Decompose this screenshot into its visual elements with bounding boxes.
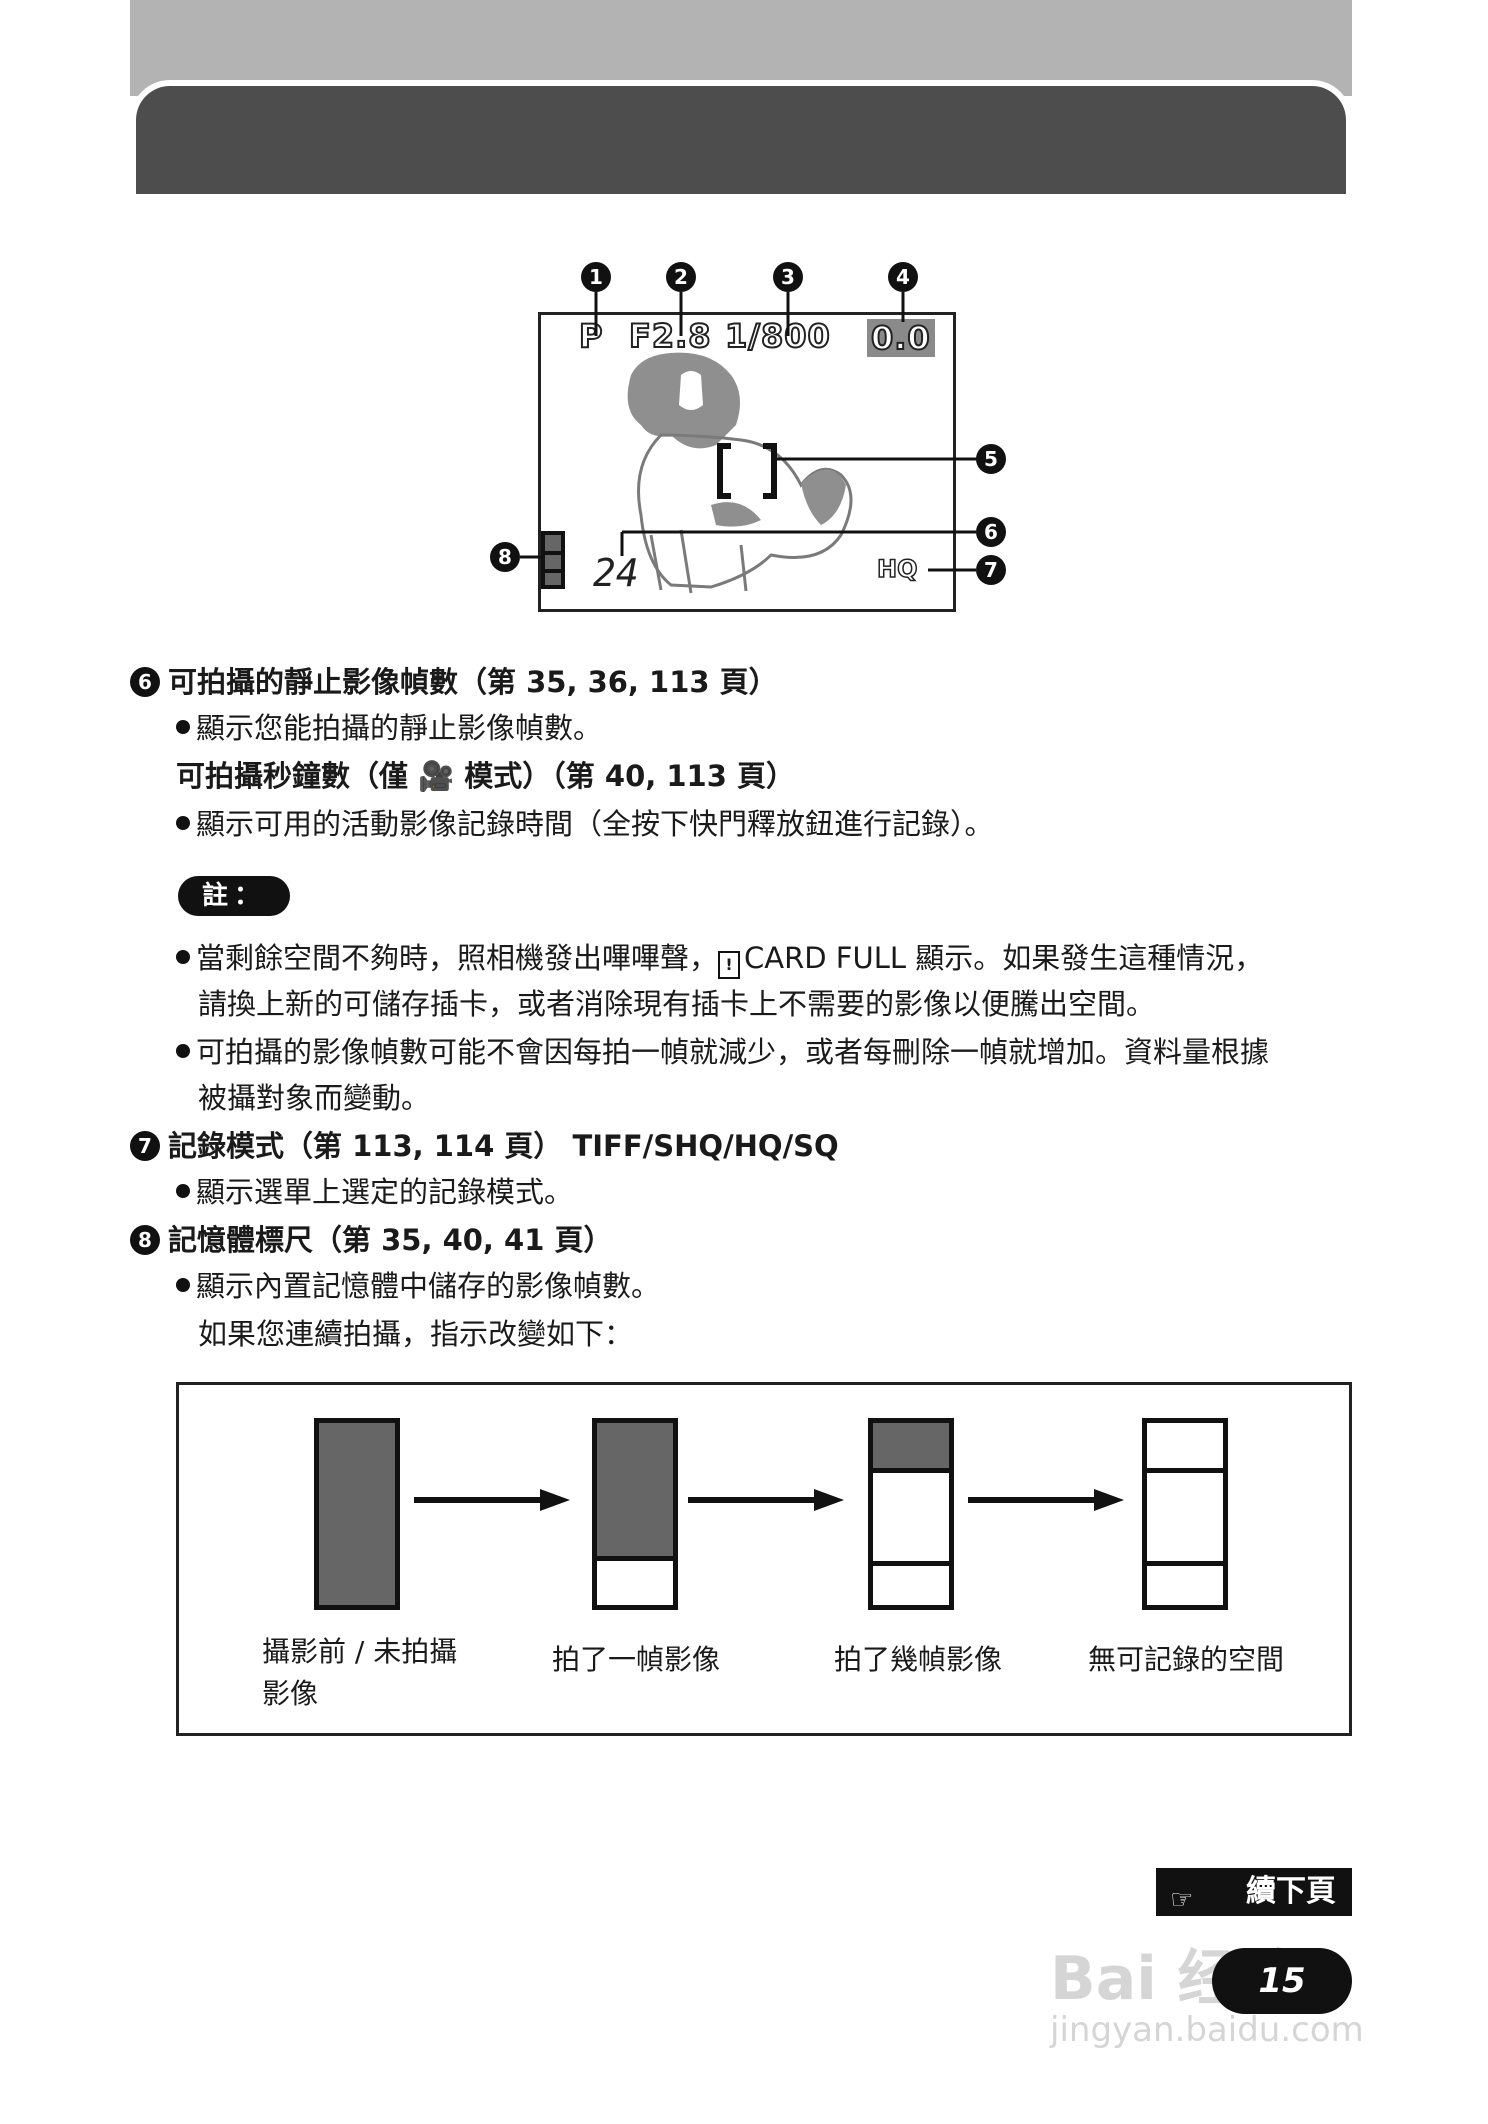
- continue-next-page: ☞續下頁: [1156, 1868, 1352, 1916]
- osd-frames-remaining: 24: [593, 551, 639, 595]
- callout-leaders: [520, 292, 978, 572]
- section-6-number: 6: [130, 667, 160, 697]
- osd-aperture: F2.8: [628, 316, 712, 356]
- callout-3: 3: [773, 262, 803, 292]
- gauge-state-empty-memory: [314, 1418, 400, 1610]
- arrow-shaft: [968, 1497, 1094, 1503]
- osd-exposure-compensation: 0.0: [867, 318, 935, 358]
- dog-illustration: [627, 352, 853, 594]
- section-7-number: 7: [130, 1131, 160, 1161]
- af-target-mark: [717, 443, 777, 499]
- callout-6: 6: [976, 517, 1006, 547]
- caption-state-2: 拍了一幀影像: [552, 1643, 721, 1676]
- arrow-shaft: [688, 1497, 814, 1503]
- arrow-head: [1094, 1489, 1124, 1511]
- section-6-bullet-2: 顯示可用的活動影像記錄時間（全按下快門釋放鈕進行記錄）。: [176, 806, 994, 842]
- note-item-2-continued: 被攝對象而變動。: [198, 1081, 431, 1115]
- callout-8: 8: [490, 542, 520, 572]
- osd-mode: P: [578, 316, 604, 356]
- header-band-dark: [130, 80, 1352, 194]
- section-8-bullet: 顯示內置記憶體中儲存的影像幀數。: [176, 1268, 660, 1304]
- card-warning-icon: !: [718, 951, 741, 979]
- osd-record-mode: HQ: [876, 554, 918, 584]
- section-6-subheading: 可拍攝秒鐘數（僅 🎥 模式）（第 40, 113 頁）: [176, 759, 795, 793]
- arrow-shaft: [414, 1497, 540, 1503]
- gauge-state-no-space: [1142, 1418, 1228, 1610]
- note-label: 註：: [178, 876, 290, 916]
- gauge-state-several-frames: [868, 1418, 954, 1610]
- bullet-dot: [176, 1044, 190, 1058]
- caption-state-3: 拍了幾幀影像: [834, 1643, 1003, 1676]
- section-8-line-2: 如果您連續拍攝，指示改變如下：: [198, 1317, 634, 1351]
- section-8-number: 8: [130, 1225, 160, 1255]
- gauge-state-one-frame: [592, 1418, 678, 1610]
- osd-memory-gauge: [541, 531, 565, 589]
- note-item-1: 當剩餘空間不夠時，照相機發出嗶嗶聲，!CARD FULL 顯示。如果發生這種情況…: [176, 940, 1263, 979]
- section-7-bullet: 顯示選單上選定的記錄模式。: [176, 1174, 573, 1210]
- caption-state-4: 無可記錄的空間: [1088, 1643, 1285, 1676]
- callout-2: 2: [666, 262, 696, 292]
- note-item-2: 可拍攝的影像幀數可能不會因每拍一幀就減少，或者每刪除一幀就增加。資料量根據: [176, 1034, 1269, 1070]
- callout-4: 4: [888, 262, 918, 292]
- bullet-dot: [176, 1278, 190, 1292]
- section-6-bullet: 顯示您能拍攝的靜止影像幀數。: [176, 710, 602, 746]
- watermark-url: jingyan.baidu.com: [1050, 2010, 1364, 2050]
- bullet-dot: [176, 720, 190, 734]
- caption-state-1-line-1: 攝影前 / 未拍攝: [262, 1635, 458, 1668]
- caption-state-1-line-2: 影像: [262, 1677, 319, 1710]
- pointing-hand-icon: ☞: [1170, 1885, 1194, 1915]
- callout-7: 7: [976, 555, 1006, 585]
- callout-1: 1: [581, 262, 611, 292]
- arrow-head: [814, 1489, 844, 1511]
- memory-gauge-states-box: [176, 1382, 1352, 1736]
- arrow-head: [540, 1489, 570, 1511]
- osd-shutter: 1/800: [724, 316, 831, 356]
- camera-monitor-illustration: P F2.8 1/800 0.0 24 HQ: [538, 312, 956, 612]
- note-item-1-continued: 請換上新的可儲存插卡，或者消除現有插卡上不需要的影像以便騰出空間。: [198, 987, 1156, 1021]
- bullet-dot: [176, 950, 190, 964]
- page-number: 15: [1212, 1948, 1352, 2014]
- bullet-dot: [176, 1184, 190, 1198]
- bullet-dot: [176, 816, 190, 830]
- callout-5: 5: [976, 444, 1006, 474]
